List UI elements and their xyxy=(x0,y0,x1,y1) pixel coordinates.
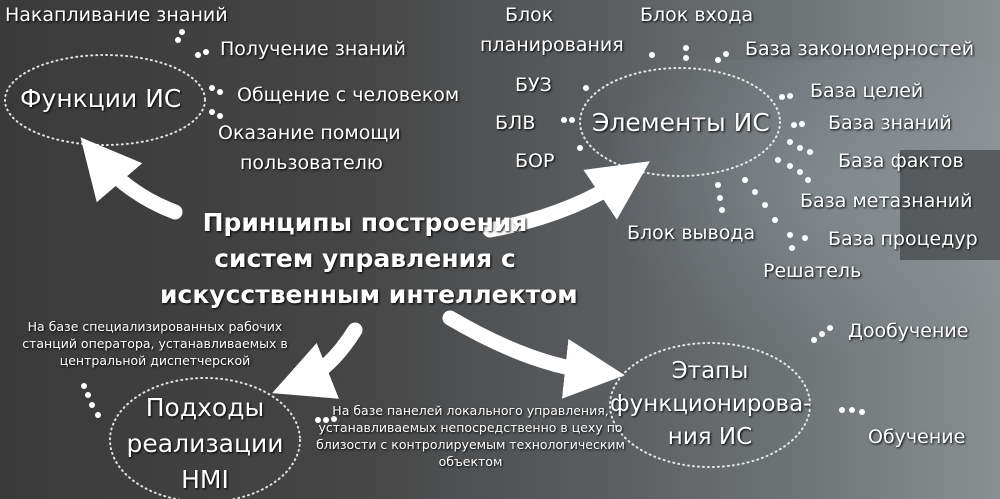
hmi-label: Подходы реализации HMI xyxy=(115,390,295,498)
main-title-line1: Принципы построения xyxy=(202,208,528,237)
elements-solver: Решатель xyxy=(763,260,862,282)
hmi-local-approach: На базе панелей локального управления, у… xyxy=(316,403,625,469)
arrow-to-stages xyxy=(442,310,625,399)
arrow-to-functions xyxy=(80,137,183,220)
elements-buz: БУЗ xyxy=(515,74,552,96)
elements-patterns-base: База закономерностей xyxy=(745,38,975,60)
stages-label: Этапы функционирова- ния ИС xyxy=(610,355,812,454)
elements-ellipse xyxy=(579,67,781,177)
elements-procedures-base: База процедур xyxy=(828,228,978,250)
elements-bor: БОР xyxy=(515,150,555,172)
elements-label: Элементы ИС xyxy=(592,108,770,137)
elements-blv: БЛВ xyxy=(495,112,536,134)
elements-knowledge-base: База знаний xyxy=(828,112,952,134)
functions-item-help-line2: пользователю xyxy=(240,152,383,174)
elements-input-block: Блок входа xyxy=(640,4,754,26)
stages-label-line3: ния ИС xyxy=(667,424,753,450)
hmi-label-line1: Подходы xyxy=(145,393,265,422)
functions-item-communication: Общение с человеком xyxy=(237,84,460,106)
main-title-line2: систем управления с xyxy=(214,244,516,273)
functions-label: Функции ИС xyxy=(20,84,182,113)
stages-retraining: Дообучение xyxy=(848,320,969,342)
stages-training: Обучение xyxy=(868,426,966,448)
arrow-to-hmi xyxy=(272,322,363,399)
functions-item-acquisition: Получение знаний xyxy=(220,38,407,60)
hmi-central-approach: На базе специализированных рабочих станц… xyxy=(22,319,288,368)
hmi-ellipse xyxy=(109,377,301,499)
elements-metaknowledge-base: База метазнаний xyxy=(800,190,973,212)
background-photo-panel xyxy=(900,150,1000,260)
functions-ellipse xyxy=(4,54,206,146)
stages-ellipse xyxy=(609,342,811,468)
functions-item-accumulation: Накапливание знаний xyxy=(5,4,228,26)
functions-item-help-line1: Оказание помощи xyxy=(218,122,401,144)
elements-planning-line2: планирования xyxy=(480,34,624,56)
hmi-label-line3: HMI xyxy=(181,465,229,494)
stages-label-line2: функционирова- xyxy=(610,391,812,417)
hmi-label-line2: реализации xyxy=(126,429,284,458)
stages-label-line1: Этапы xyxy=(671,358,749,384)
main-title: Принципы построения систем управления с … xyxy=(160,205,578,313)
main-title-line3: искусственным интеллектом xyxy=(160,280,578,309)
arrow-to-elements xyxy=(482,161,650,238)
elements-goals-base: База целей xyxy=(810,80,924,102)
dotted-pointers xyxy=(81,29,865,423)
elements-planning-line1: Блок xyxy=(505,4,554,26)
elements-output-block: Блок вывода xyxy=(627,222,756,244)
elements-facts-base: База фактов xyxy=(838,150,964,172)
